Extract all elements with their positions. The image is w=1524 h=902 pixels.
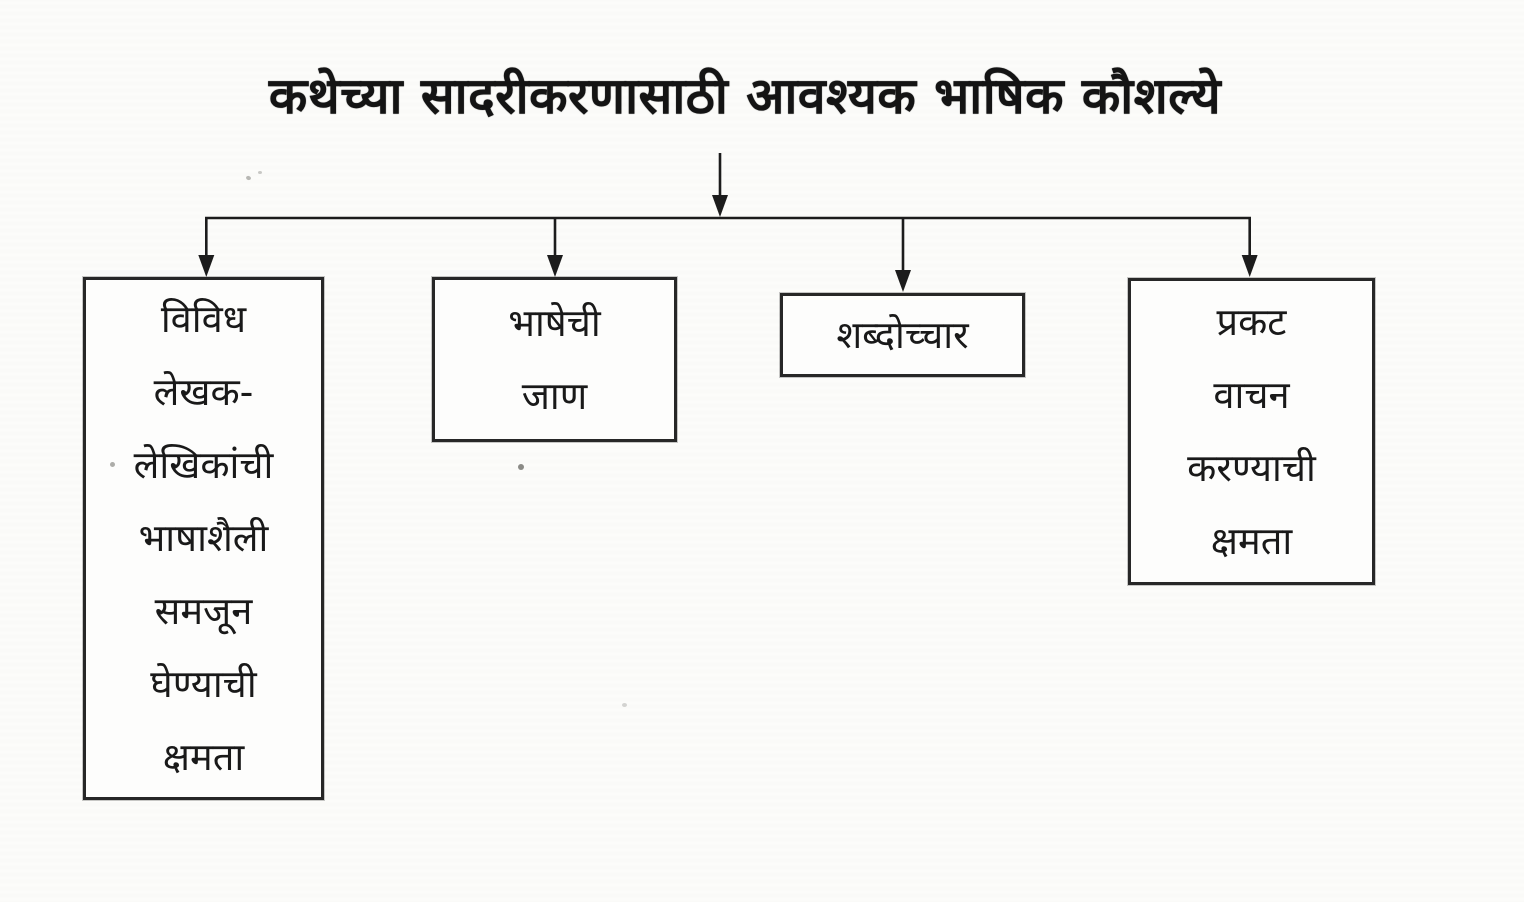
diagram-title: कथेच्या सादरीकरणासाठी आवश्यक भाषिक कौशल्… [268,67,1222,125]
flowchart-box-language-style: विविध लेखक- लेखिकांची भाषाशैली समजून घेण… [83,277,324,800]
flowchart-box-read-aloud: प्रकट वाचन करण्याची क्षमता [1128,278,1375,585]
flowchart-box-language-sense: भाषेची जाण [432,277,677,442]
flowchart-box-pronunciation: शब्दोच्चार [780,293,1025,377]
